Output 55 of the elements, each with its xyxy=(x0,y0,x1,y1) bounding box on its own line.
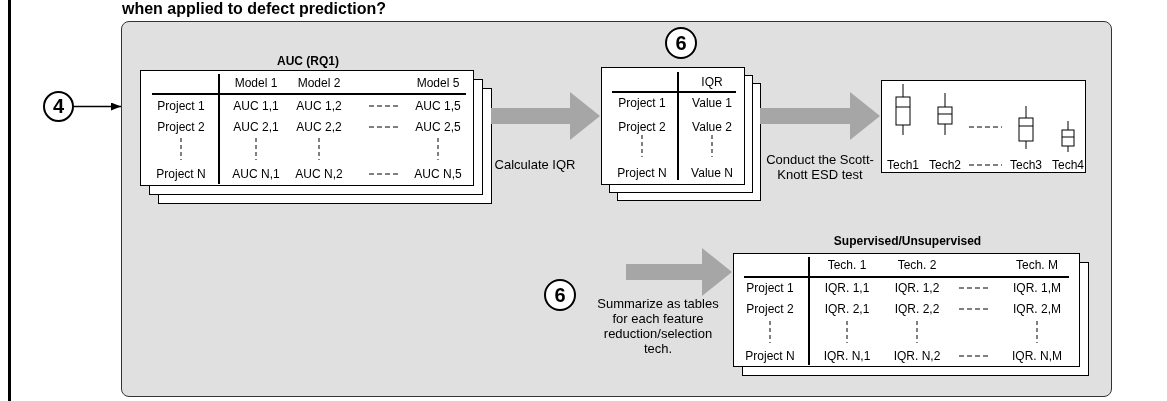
edge-label: Calculate IQR xyxy=(494,157,576,172)
arrow xyxy=(73,102,122,111)
column-header: Model 1 xyxy=(234,76,278,90)
cell-value: IQR. 1,1 xyxy=(824,281,870,295)
axis-label: Tech1 xyxy=(887,158,919,172)
column-header: Tech. M xyxy=(1016,258,1058,272)
cell-value: AUC N,1 xyxy=(232,167,280,181)
table-title: Supervised/Unsupervised xyxy=(833,234,982,248)
block-arrow xyxy=(491,92,600,140)
step-number-circle: 6 xyxy=(544,279,576,311)
data-table xyxy=(601,67,745,185)
column-header: Tech. 1 xyxy=(827,258,867,272)
axis-label: Tech4 xyxy=(1052,158,1084,172)
cell-value: Value 1 xyxy=(692,96,732,110)
cell-value: IQR. N,M xyxy=(1012,349,1062,363)
row-label: Project 1 xyxy=(746,281,794,295)
cell-value: IQR. 1,M xyxy=(1013,281,1061,295)
column-header: Model 5 xyxy=(416,76,460,90)
table-title: AUC (RQ1) xyxy=(277,54,339,68)
cell-value: AUC N,2 xyxy=(295,167,343,181)
cell-value: AUC 2,1 xyxy=(233,120,279,134)
column-header: IQR xyxy=(701,75,723,89)
chart-frame xyxy=(881,80,1086,173)
axis-label: Tech2 xyxy=(929,158,961,172)
row-label: Project 2 xyxy=(157,120,205,134)
row-label: Project N xyxy=(617,166,667,180)
cell-value: IQR. 2,1 xyxy=(824,302,870,316)
cell-value: AUC 1,5 xyxy=(415,99,461,113)
row-label: Project N xyxy=(156,167,206,181)
step-number-circle: 4 xyxy=(43,91,74,122)
step-number-circle: 6 xyxy=(665,27,697,59)
cell-value: AUC N,5 xyxy=(414,167,462,181)
cell-value: Value 2 xyxy=(692,120,732,134)
row-label: Project 2 xyxy=(618,120,666,134)
cell-value: IQR. 2,2 xyxy=(894,302,940,316)
cell-value: IQR. 2,M xyxy=(1013,302,1061,316)
cell-value: AUC 1,2 xyxy=(296,99,342,113)
block-arrow xyxy=(760,92,880,140)
row-label: Project 1 xyxy=(618,96,666,110)
cell-value: IQR. N,1 xyxy=(823,349,871,363)
process-panel xyxy=(121,21,1112,397)
column-header: Tech. 2 xyxy=(897,258,937,272)
row-label: Project 1 xyxy=(157,99,205,113)
axis-label: Tech3 xyxy=(1010,158,1042,172)
title: when applied to defect prediction? xyxy=(122,0,386,18)
block-arrow xyxy=(626,248,732,296)
row-label: Project N xyxy=(745,349,795,363)
cell-value: Value N xyxy=(691,166,733,180)
cell-value: AUC 2,5 xyxy=(415,120,461,134)
cell-value: AUC 1,1 xyxy=(233,99,279,113)
cell-value: AUC 2,2 xyxy=(296,120,342,134)
cell-value: IQR. 1,2 xyxy=(894,281,940,295)
column-header: Model 2 xyxy=(297,76,341,90)
cell-value: IQR. N,2 xyxy=(893,349,941,363)
row-label: Project 2 xyxy=(746,302,794,316)
